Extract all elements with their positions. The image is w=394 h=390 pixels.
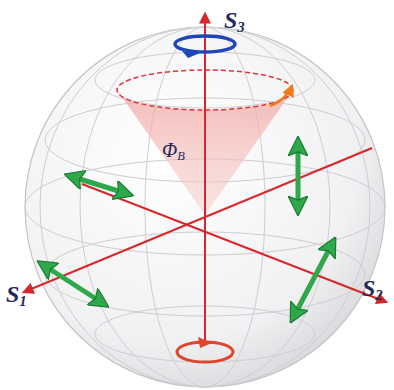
angle-label: ΦB (162, 140, 185, 163)
axis-label: S2 (362, 276, 383, 303)
precession-arrow (270, 86, 292, 106)
s3-axis (204, 14, 206, 345)
s2-axis (82, 184, 386, 302)
left-circular-symbol (177, 337, 233, 362)
right-circular-symbol (175, 36, 235, 58)
linear-polarisation-arrows (42, 142, 333, 318)
axis-label: S3 (224, 8, 245, 35)
axis-label: S1 (6, 282, 27, 309)
